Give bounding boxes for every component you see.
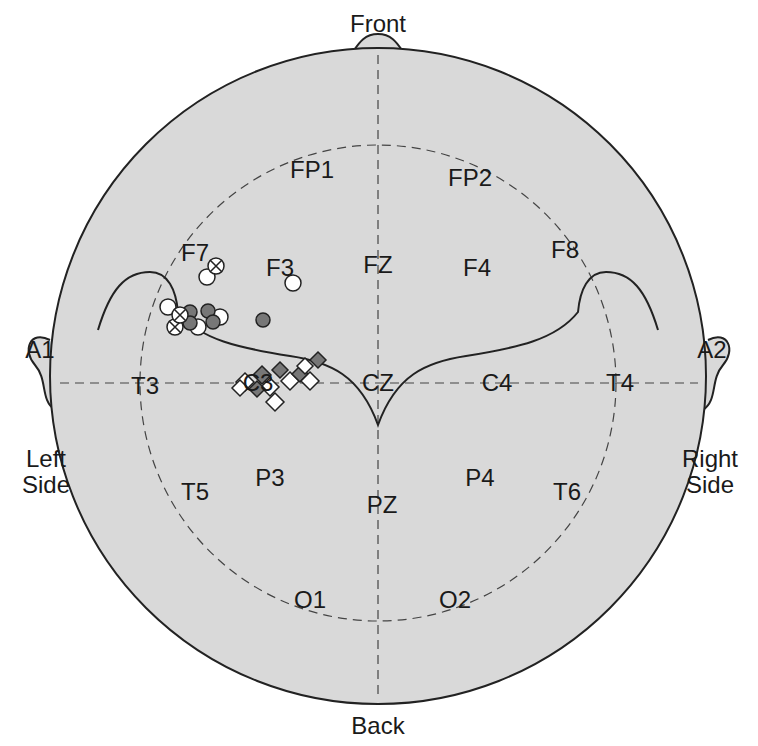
electrode-label: F8 (551, 237, 579, 263)
electrode-label: Front (350, 11, 406, 37)
electrode-label: FP2 (448, 165, 492, 191)
electrode-label: P3 (255, 465, 284, 491)
electrode-label: PZ (367, 492, 398, 518)
electrode-label: F3 (266, 255, 294, 281)
electrode-label: C4 (482, 370, 513, 396)
brain-outline (98, 272, 658, 425)
electrode-label: A2 (697, 337, 726, 363)
head-outline (50, 48, 706, 704)
electrode-label: A1 (25, 337, 54, 363)
electrode-label: P4 (465, 465, 494, 491)
electrode-label: T6 (553, 479, 581, 505)
electrode-label: O2 (439, 587, 471, 613)
electrode-label: FZ (363, 252, 392, 278)
electrode-label: F7 (181, 240, 209, 266)
electrode-label: F4 (463, 255, 491, 281)
electrode-label: O1 (294, 587, 326, 613)
electrode-label: FP1 (290, 157, 334, 183)
electrode-label: T4 (606, 370, 634, 396)
electrode-label: Back (351, 713, 404, 739)
electrode-label: C3 (243, 370, 274, 396)
diamond-markers (232, 352, 326, 411)
electrode-label: CZ (362, 370, 394, 396)
electrode-label: Right Side (675, 446, 745, 499)
electrode-label: Left Side (11, 446, 81, 499)
electrode-label: T5 (181, 479, 209, 505)
electrode-label: T3 (131, 373, 159, 399)
